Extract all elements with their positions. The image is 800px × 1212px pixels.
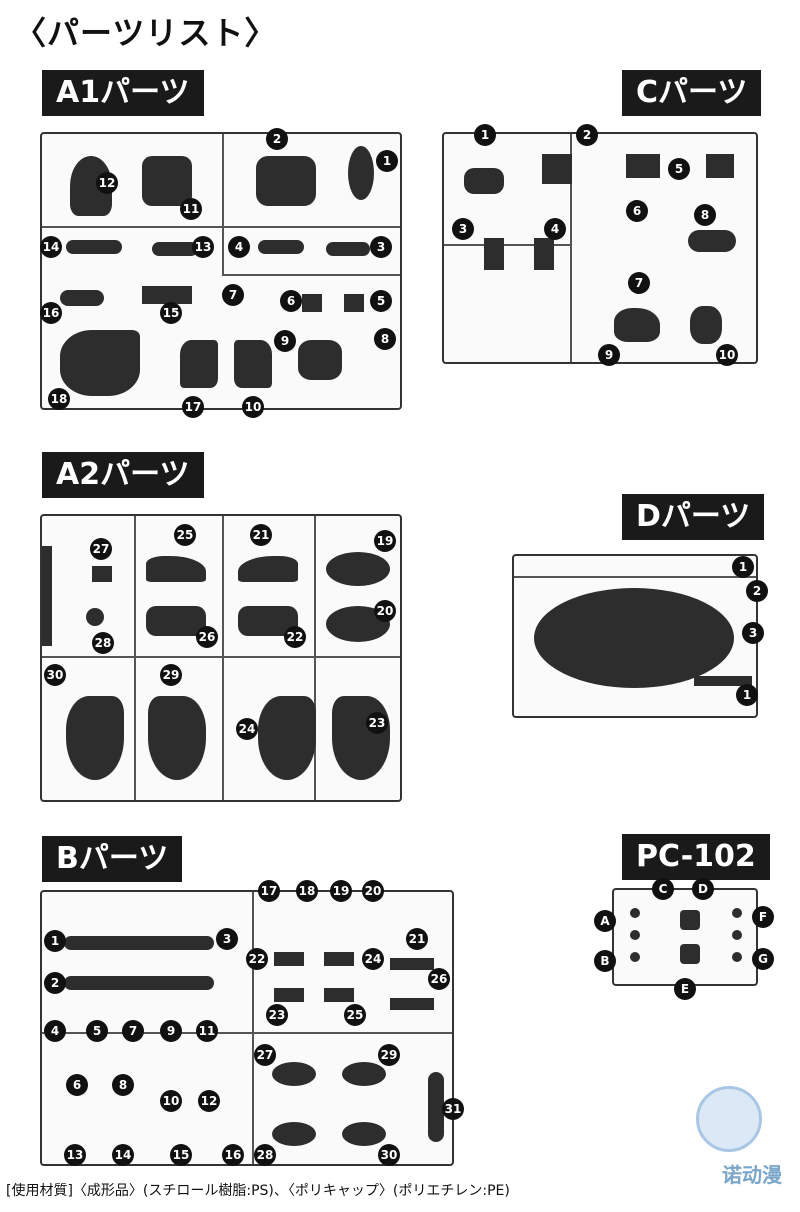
callout-a: A: [594, 910, 616, 932]
callout: 27: [254, 1044, 276, 1066]
callout: 30: [378, 1144, 400, 1166]
callout: 1: [44, 930, 66, 952]
callout: 19: [374, 530, 396, 552]
callout: 25: [344, 1004, 366, 1026]
callout: 5: [86, 1020, 108, 1042]
materials-note: [使用材質]〈成形品〉(スチロール樹脂:PS)、〈ポリキャップ〉(ポリエチレン:…: [6, 1183, 510, 1199]
callout: 31: [442, 1098, 464, 1120]
a1-runner: [40, 132, 402, 410]
callout: 27: [90, 538, 112, 560]
callout: 12: [96, 172, 118, 194]
callout: 13: [192, 236, 214, 258]
callout: 8: [112, 1074, 134, 1096]
callout: 7: [122, 1020, 144, 1042]
callout: 9: [274, 330, 296, 352]
callout: 21: [406, 928, 428, 950]
callout: 11: [180, 198, 202, 220]
callout: 26: [196, 626, 218, 648]
a1-parts-label: A1パーツ: [42, 70, 204, 116]
callout: 8: [694, 204, 716, 226]
callout: 22: [246, 948, 268, 970]
callout: 16: [222, 1144, 244, 1166]
callout: 1: [736, 684, 758, 706]
callout: 15: [170, 1144, 192, 1166]
watermark-text: 诺动漫: [722, 1163, 782, 1187]
callout: 9: [160, 1020, 182, 1042]
callout: 23: [266, 1004, 288, 1026]
callout: 4: [228, 236, 250, 258]
d-runner: [512, 554, 758, 718]
callout: 24: [236, 718, 258, 740]
watermark-logo: [696, 1086, 762, 1152]
callout: 5: [370, 290, 392, 312]
page-title: 〈パーツリスト〉: [14, 14, 278, 52]
callout: 20: [374, 600, 396, 622]
callout-d: D: [692, 878, 714, 900]
callout: 28: [92, 632, 114, 654]
callout: 10: [160, 1090, 182, 1112]
callout: 28: [254, 1144, 276, 1166]
callout: 21: [250, 524, 272, 546]
callout: 3: [216, 928, 238, 950]
callout: 2: [44, 972, 66, 994]
callout: 4: [44, 1020, 66, 1042]
callout: 5: [668, 158, 690, 180]
callout: 9: [598, 344, 620, 366]
pc-102-runner: [612, 888, 758, 986]
callout: 6: [280, 290, 302, 312]
callout: 10: [716, 344, 738, 366]
callout: 8: [374, 328, 396, 350]
callout: 24: [362, 948, 384, 970]
callout: 29: [160, 664, 182, 686]
callout: 25: [174, 524, 196, 546]
callout: 14: [112, 1144, 134, 1166]
b-runner: [40, 890, 454, 1166]
callout: 2: [746, 580, 768, 602]
callout: 26: [428, 968, 450, 990]
callout: 22: [284, 626, 306, 648]
callout: 7: [222, 284, 244, 306]
callout: 11: [196, 1020, 218, 1042]
callout: 1: [376, 150, 398, 172]
callout-g: G: [752, 948, 774, 970]
callout: 7: [628, 272, 650, 294]
callout: 6: [66, 1074, 88, 1096]
callout: 3: [370, 236, 392, 258]
callout: 3: [742, 622, 764, 644]
callout: 4: [544, 218, 566, 240]
callout: 30: [44, 664, 66, 686]
a2-runner: [40, 514, 402, 802]
b-parts-label: Bパーツ: [42, 836, 183, 882]
callout: 3: [452, 218, 474, 240]
callout: 10: [242, 396, 264, 418]
callout: 20: [362, 880, 384, 902]
callout: 1: [732, 556, 754, 578]
callout: 29: [378, 1044, 400, 1066]
callout: 14: [40, 236, 62, 258]
callout: 17: [182, 396, 204, 418]
callout: 23: [366, 712, 388, 734]
callout: 2: [266, 128, 288, 150]
a2-parts-label: A2パーツ: [42, 452, 204, 498]
callout: 6: [626, 200, 648, 222]
callout: 2: [576, 124, 598, 146]
callout: 12: [198, 1090, 220, 1112]
callout: 13: [64, 1144, 86, 1166]
callout: 18: [48, 388, 70, 410]
callout: 15: [160, 302, 182, 324]
callout-f: F: [752, 906, 774, 928]
d-parts-label: Dパーツ: [622, 494, 765, 540]
callout-c: C: [652, 878, 674, 900]
callout-e: E: [674, 978, 696, 1000]
callout: 18: [296, 880, 318, 902]
callout: 17: [258, 880, 280, 902]
callout-b: B: [594, 950, 616, 972]
c-parts-label: Cパーツ: [622, 70, 762, 116]
c-runner: [442, 132, 758, 364]
callout: 19: [330, 880, 352, 902]
callout: 16: [40, 302, 62, 324]
pc-102-label: PC-102: [622, 834, 770, 880]
callout: 1: [474, 124, 496, 146]
